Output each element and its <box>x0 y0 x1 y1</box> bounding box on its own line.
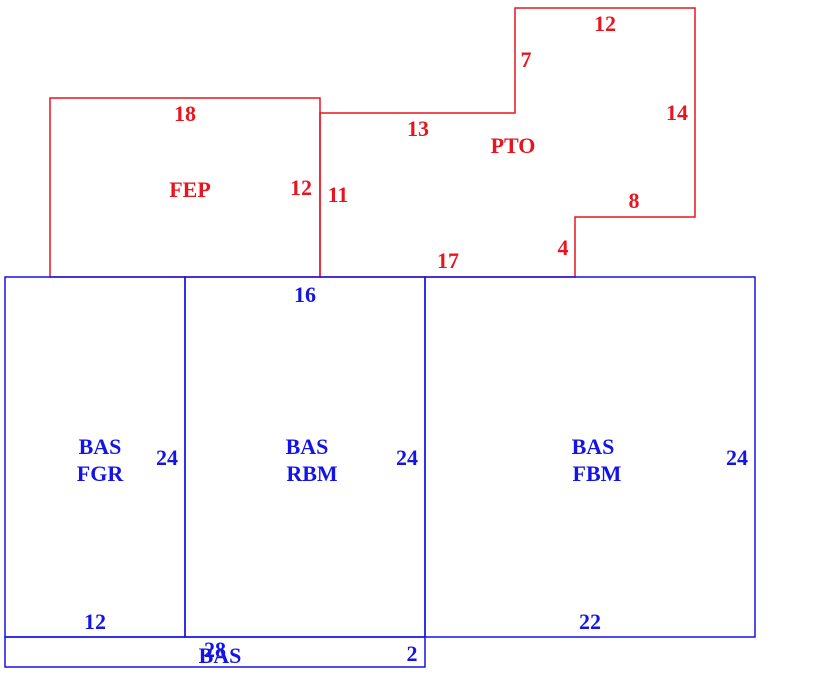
pto-label: PTO <box>491 133 536 158</box>
bas-rbm-label-line2: RBM <box>286 461 338 486</box>
fep-dim-right: 12 <box>290 175 312 200</box>
pto-dim-right: 14 <box>666 100 688 125</box>
bas-strip-outline <box>4 636 426 668</box>
bas-fgr-dim-right: 24 <box>156 445 178 470</box>
pto-dim-step-side: 4 <box>558 235 569 260</box>
fep-dim-top: 18 <box>174 101 196 126</box>
pto-dim-mid-top: 13 <box>407 116 429 141</box>
bas-fgr-label-line1: BAS <box>79 434 122 459</box>
bas-fbm-dim-right: 24 <box>726 445 748 470</box>
pto-dim-top: 12 <box>594 11 616 36</box>
bas-fgr-label-line2: FGR <box>77 461 125 486</box>
pto-dim-bottom: 17 <box>437 248 459 273</box>
bas-fbm-outline <box>424 276 756 638</box>
pto-dim-left: 11 <box>328 182 349 207</box>
bas-fbm-dim-bottom: 22 <box>579 609 601 634</box>
bas-rbm-dim-right: 24 <box>396 445 418 470</box>
bas-fbm-label-line1: BAS <box>572 434 615 459</box>
bas-fgr-dim-bottom: 12 <box>84 609 106 634</box>
bas-strip-dim-width: 2 <box>407 641 418 666</box>
pto-dim-upper-left: 7 <box>521 47 532 72</box>
bas-fbm-label-line2: FBM <box>573 461 622 486</box>
bas-strip-label: BAS <box>199 643 242 668</box>
bas-rbm-dim-top: 16 <box>294 282 316 307</box>
bas-rbm-label-line1: BAS <box>286 434 329 459</box>
pto-dim-step-top: 8 <box>629 188 640 213</box>
fep-label: FEP <box>169 177 211 202</box>
bas-strip-dim-length: 28 <box>204 637 226 662</box>
